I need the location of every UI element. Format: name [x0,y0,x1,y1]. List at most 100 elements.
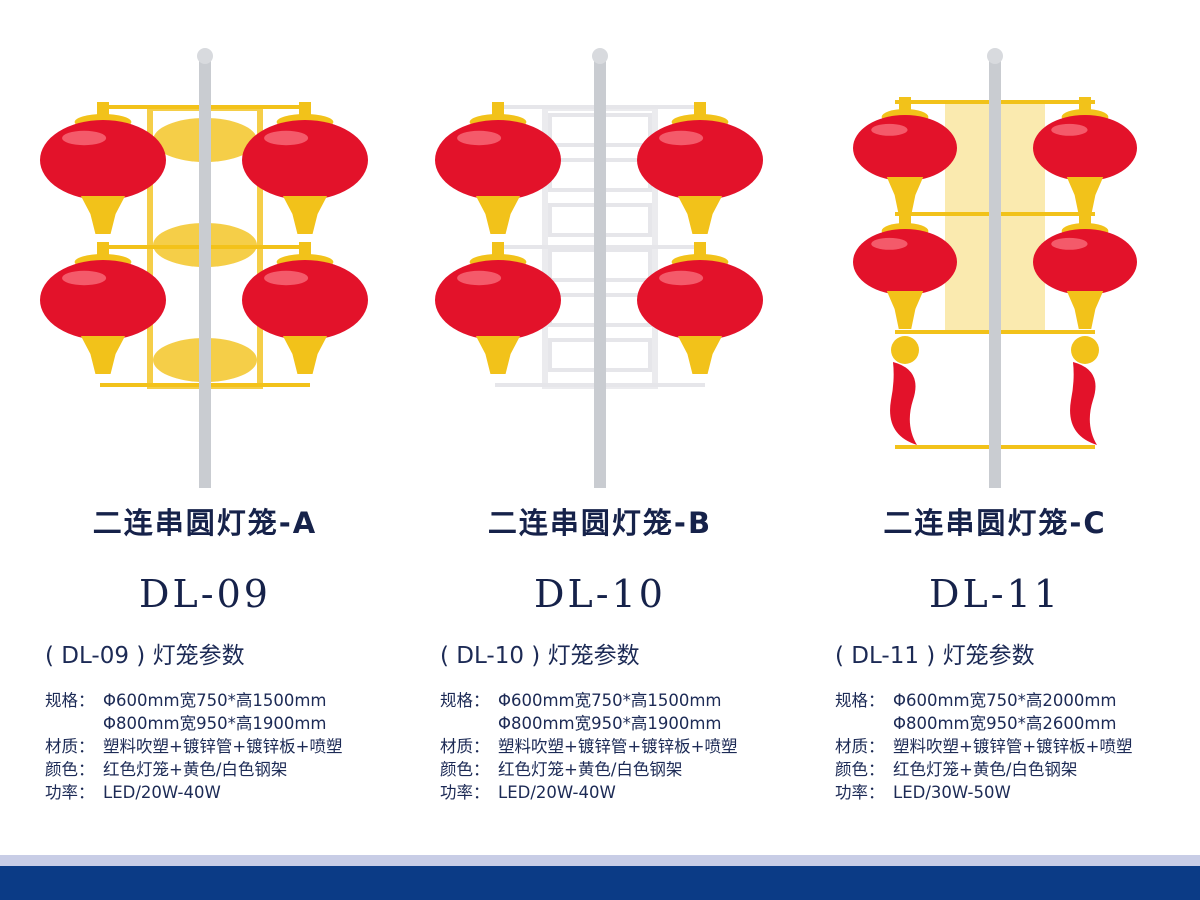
pole-finial-icon [987,48,1003,64]
lantern-hook-icon [694,242,706,256]
material-label: 材质： [440,737,490,756]
lantern-body-icon [40,120,166,200]
power-label: 功率： [45,783,95,802]
product-title: 二连串圆灯笼-A [92,506,318,540]
lantern-highlight-icon [457,130,502,146]
fan-knob-icon [1071,336,1099,364]
spec-value-1: Φ600mm宽750*高1500mm [498,691,722,710]
lantern-highlight-icon [871,123,908,136]
fan-knob-icon [891,336,919,364]
lantern-highlight-icon [457,270,502,286]
lantern-hook-icon [299,102,311,116]
pole-finial-icon [197,48,213,64]
spec-value-1: Φ600mm宽750*高1500mm [103,691,327,710]
product-model: DL-09 [139,572,271,616]
lantern-body-icon [637,260,763,340]
lantern-highlight-icon [1051,123,1088,136]
material-value: 塑料吹塑+镀锌管+镀锌板+喷塑 [893,737,1133,756]
spec-label: 规格： [45,691,95,710]
product-title: 二连串圆灯笼-B [487,506,713,540]
pole [199,58,211,488]
material-value: 塑料吹塑+镀锌管+镀锌板+喷塑 [498,737,738,756]
pole [594,58,606,488]
lantern-body-icon [853,229,957,295]
pole-finial-icon [592,48,608,64]
lantern-body-icon [435,120,561,200]
lantern-base-icon [282,196,328,234]
lantern-highlight-icon [871,237,908,250]
spec-value-1: Φ600mm宽750*高2000mm [893,691,1117,710]
power-label: 功率： [835,783,885,802]
lantern-body-icon [242,260,368,340]
params-heading: ( DL-11 ) 灯笼参数 [835,643,1035,669]
color-value: 红色灯笼+黄色/白色钢架 [103,760,288,779]
lantern-hook-icon [97,102,109,116]
lantern-hook-icon [899,97,911,111]
lantern-hook-icon [492,242,504,256]
lantern-highlight-icon [1051,237,1088,250]
product-card: 二连串圆灯笼-A DL-09 ( DL-09 ) 灯笼参数 规格： Φ600mm宽… [5,0,405,850]
pole [989,58,1001,488]
spec-value-2: Φ800mm宽950*高1900mm [103,714,327,733]
lantern-base-icon [475,196,521,234]
power-value: LED/30W-50W [893,783,1011,802]
spec-value-2: Φ800mm宽950*高2600mm [893,714,1117,733]
product-card: 二连串圆灯笼-B DL-10 ( DL-10 ) 灯笼参数 规格： Φ600mm宽… [400,0,800,850]
spec-value-2: Φ800mm宽950*高1900mm [498,714,722,733]
lantern-hook-icon [492,102,504,116]
lantern-highlight-icon [264,130,309,146]
lantern-hook-icon [97,242,109,256]
spec-label: 规格： [440,691,490,710]
lantern-body-icon [1033,115,1137,181]
lantern-body-icon [242,120,368,200]
lantern-body-icon [637,120,763,200]
lantern-base-icon [282,336,328,374]
color-label: 颜色： [45,760,95,779]
spec-list: 规格： Φ600mm宽750*高1500mm Φ800mm宽950*高1900mm… [440,689,737,804]
lantern-base-icon [1066,291,1104,329]
tassel-fan-icon [1070,362,1097,445]
params-heading: ( DL-10 ) 灯笼参数 [440,643,640,669]
lantern-highlight-icon [264,270,309,286]
lantern-hook-icon [1079,97,1091,111]
lantern-highlight-icon [659,270,704,286]
lantern-base-icon [80,196,126,234]
color-label: 颜色： [440,760,490,779]
lantern-highlight-icon [62,270,107,286]
lantern-base-icon [886,177,924,215]
material-label: 材质： [45,737,95,756]
product-model: DL-10 [534,572,666,616]
spec-list: 规格：Φ600mm宽750*高2000mm Φ800mm宽950*高2600mm… [835,689,1132,804]
power-value: LED/20W-40W [103,783,221,802]
spec-list: 规格： Φ600mm宽750*高1500mm Φ800mm宽950*高1900mm… [45,689,342,804]
lantern-hook-icon [299,242,311,256]
power-label: 功率： [440,783,490,802]
lantern-highlight-icon [659,130,704,146]
params-heading: ( DL-09 ) 灯笼参数 [45,643,245,669]
lantern-hook-icon [694,102,706,116]
color-value: 红色灯笼+黄色/白色钢架 [498,760,683,779]
lantern-base-icon [677,336,723,374]
lantern-body-icon [40,260,166,340]
lantern-highlight-icon [62,130,107,146]
color-value: 红色灯笼+黄色/白色钢架 [893,760,1078,779]
lantern-illustration [853,48,1137,488]
product-model: DL-11 [929,572,1061,616]
lantern-base-icon [475,336,521,374]
product-card: 二连串圆灯笼-C DL-11 ( DL-11 ) 灯笼参数 规格：Φ600mm宽… [795,0,1195,850]
lantern-body-icon [435,260,561,340]
footer-light-band [0,855,1200,866]
lantern-hook-icon [899,211,911,225]
lantern-base-icon [1066,177,1104,215]
footer-blue-band [0,866,1200,900]
lantern-illustration [40,48,368,488]
lantern-body-icon [1033,229,1137,295]
power-value: LED/20W-40W [498,783,616,802]
tassel-fan-icon [890,362,917,445]
lantern-base-icon [886,291,924,329]
lantern-body-icon [853,115,957,181]
lantern-illustration [435,48,763,488]
lantern-hook-icon [1079,211,1091,225]
product-title: 二连串圆灯笼-C [883,506,1107,540]
material-value: 塑料吹塑+镀锌管+镀锌板+喷塑 [103,737,343,756]
